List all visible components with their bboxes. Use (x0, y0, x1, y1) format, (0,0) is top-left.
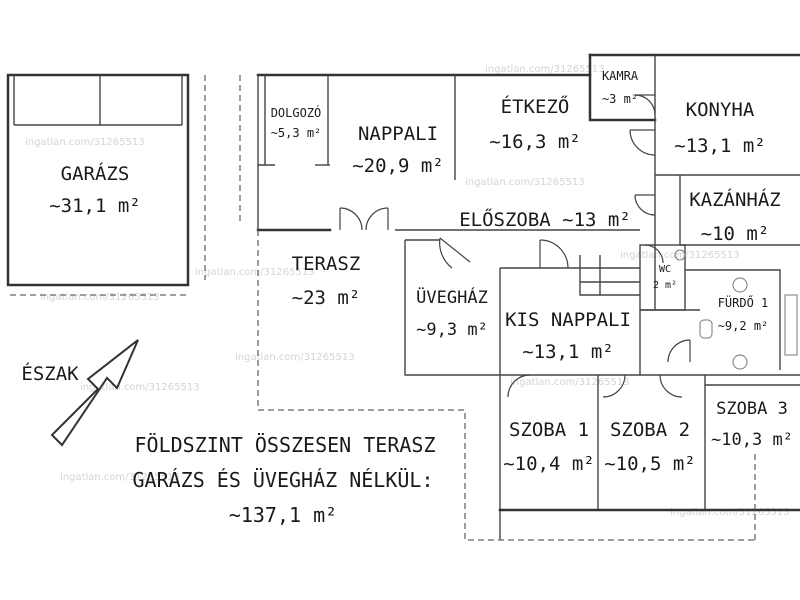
room-name: SZOBA 1 (509, 419, 589, 441)
room-etkezo: ÉTKEZŐ ~16,3 m² (489, 94, 581, 153)
room-eloszoba: ELŐSZOBA ~13 m² (459, 207, 631, 231)
watermarks: ingatlan.com/31265513 ingatlan.com/31265… (25, 64, 790, 518)
room-konyha: KONYHA ~13,1 m² (674, 99, 766, 157)
room-area: ~16,3 m² (489, 131, 581, 153)
room-area: ~10 m² (701, 223, 770, 245)
room-name: SZOBA 2 (610, 419, 690, 441)
room-area: ~23 m² (292, 287, 361, 309)
watermark: ingatlan.com/31265513 (80, 382, 200, 393)
room-name: GARÁZS (61, 162, 130, 185)
house-walls (256, 53, 800, 541)
watermark: ingatlan.com/31265513 (465, 177, 585, 188)
summary-line-2: GARÁZS ÉS ÜVEGHÁZ NÉLKÜL: (132, 468, 433, 492)
watermark: ingatlan.com/31265513 (25, 137, 145, 148)
room-name: SZOBA 3 (716, 399, 788, 419)
summary-line-1: FÖLDSZINT ÖSSZESEN TERASZ (134, 433, 435, 457)
room-kazanhaz: KAZÁNHÁZ ~10 m² (689, 188, 781, 245)
room-area: ~10,3 m² (711, 430, 793, 450)
compass-label: ÉSZAK (21, 362, 79, 385)
room-kis-nappali: KIS NAPPALI ~13,1 m² (505, 309, 631, 363)
room-area: ~13,1 m² (522, 341, 614, 363)
room-area: ~31,1 m² (49, 195, 141, 217)
room-name: ÜVEGHÁZ (416, 286, 488, 308)
room-name: KAZÁNHÁZ (689, 188, 781, 211)
bathroom-fixtures (674, 249, 798, 370)
watermark: ingatlan.com/31265513 (670, 507, 790, 518)
summary-total: ~137,1 m² (229, 503, 337, 527)
room-name: WC (659, 264, 671, 275)
floor-summary: FÖLDSZINT ÖSSZESEN TERASZ GARÁZS ÉS ÜVEG… (132, 433, 435, 527)
watermark: ingatlan.com/31265513 (485, 64, 605, 75)
room-area: ~9,3 m² (416, 320, 488, 340)
room-area: ~9,2 m² (718, 319, 769, 333)
watermark: ingatlan.com/31265513 (510, 377, 630, 388)
room-name: TERASZ (292, 253, 361, 275)
room-szoba-3: SZOBA 3 ~10,3 m² (711, 399, 793, 450)
room-nappali: NAPPALI ~20,9 m² (352, 123, 444, 177)
room-name: DOLGOZÓ (271, 105, 322, 120)
room-name: KAMRA (602, 69, 639, 83)
room-dolgozo: DOLGOZÓ ~5,3 m² (271, 105, 322, 140)
garage-walls (6, 73, 241, 296)
watermark: ingatlan.com/31265513 (40, 292, 160, 303)
room-name: KIS NAPPALI (505, 309, 631, 331)
north-compass: ÉSZAK (21, 339, 139, 447)
watermark: ingatlan.com/31265513 (620, 250, 740, 261)
room-area: ~10,4 m² (503, 453, 595, 475)
room-label: ELŐSZOBA ~13 m² (459, 207, 631, 231)
room-name: FÜRDŐ 1 (718, 294, 769, 310)
watermark: ingatlan.com/31265513 (235, 352, 355, 363)
room-garazs: GARÁZS ~31,1 m² (49, 162, 141, 217)
doors (339, 94, 691, 398)
room-terasz: TERASZ ~23 m² (292, 253, 361, 309)
room-area: ~10,5 m² (604, 453, 696, 475)
room-wc: WC 2 m² (653, 264, 677, 291)
room-area: ~3 m² (602, 92, 638, 106)
room-szoba-2: SZOBA 2 ~10,5 m² (604, 419, 696, 475)
room-name: KONYHA (686, 99, 755, 121)
room-area: ~5,3 m² (271, 126, 322, 140)
watermark: ingatlan.com/31265513 (195, 267, 315, 278)
room-kamra: KAMRA ~3 m² (602, 69, 639, 106)
watermark: ingatlan.com/31265513 (60, 472, 180, 483)
north-arrow-icon (50, 339, 139, 447)
room-area: 2 m² (653, 280, 677, 291)
room-szoba-1: SZOBA 1 ~10,4 m² (503, 419, 595, 475)
room-furdo: FÜRDŐ 1 ~9,2 m² (718, 294, 769, 333)
room-name: NAPPALI (358, 123, 438, 145)
room-area: ~20,9 m² (352, 155, 444, 177)
room-name: ÉTKEZŐ (501, 94, 570, 118)
room-area: ~13,1 m² (674, 135, 766, 157)
room-uveghaz: ÜVEGHÁZ ~9,3 m² (416, 286, 488, 340)
